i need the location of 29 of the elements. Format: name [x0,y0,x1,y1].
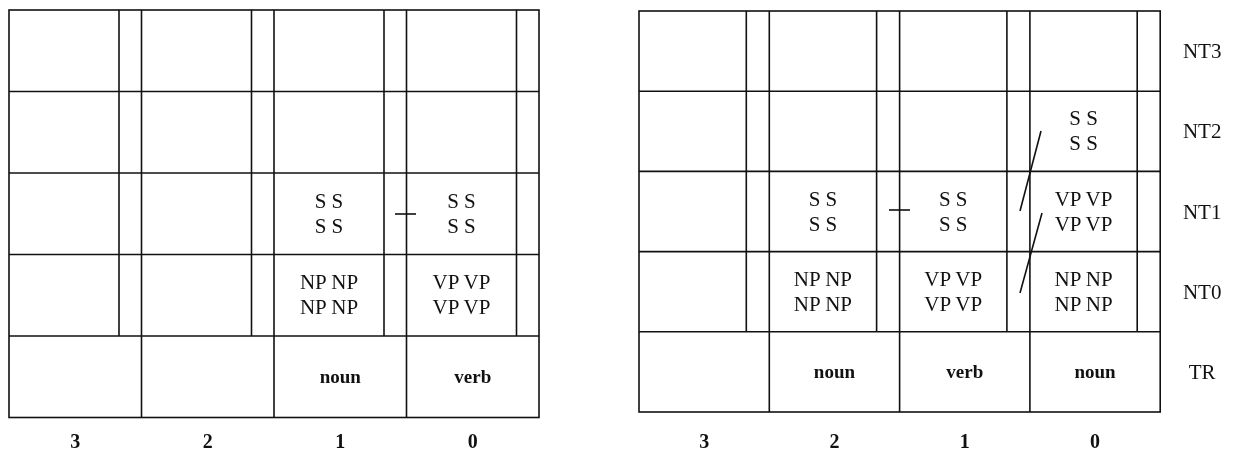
column-number: 0 [1090,429,1101,453]
word-label: verb [946,360,984,383]
cell-text: S S S S [807,186,839,237]
cell-text: NP NP NP NP [1053,266,1114,317]
row-label: NT1 [1182,199,1222,224]
row-label: TR [1188,359,1216,384]
column-number: 3 [699,429,710,453]
word-label: verb [454,365,492,388]
column-number: 2 [829,429,840,453]
cell-text: S S S S [1068,106,1099,157]
column-number: 1 [335,429,346,453]
cell-text: VP VP VP VP [1053,186,1114,237]
column-number: 3 [70,429,81,453]
row-label: NT3 [1182,39,1222,64]
cell-text: NP NP NP NP [792,266,853,317]
cell-text: S S S S [446,188,477,239]
word-label: noun [1074,360,1116,383]
cell-text: S S S S [313,188,345,239]
cell-text: VP VP VP VP [431,270,492,321]
cell-text: NP NP NP NP [298,270,360,321]
column-number: 2 [202,429,213,453]
word-label: noun [319,365,361,388]
cell-text: S S S S [937,186,969,237]
row-label: NT2 [1182,119,1222,144]
cell-text: VP VP VP VP [923,266,984,317]
column-number: 1 [959,429,970,453]
word-label: noun [813,360,856,383]
row-label: NT0 [1182,279,1222,304]
column-number: 0 [467,429,478,453]
